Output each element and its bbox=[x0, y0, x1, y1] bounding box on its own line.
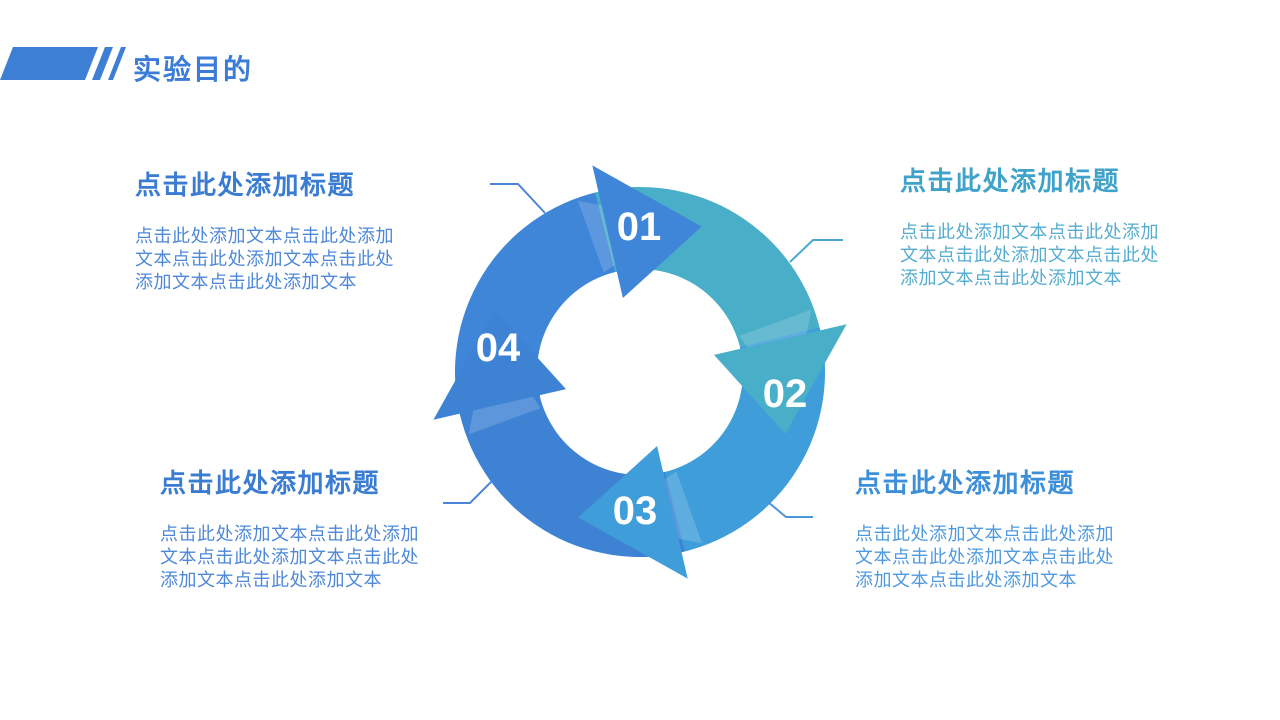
header-decoration bbox=[0, 47, 126, 80]
arrowhead-04 bbox=[433, 310, 566, 420]
callout-top-right: 点击此处添加标题 点击此处添加文本点击此处添加文本点击此处添加文本点击此处添加文… bbox=[900, 166, 1190, 290]
cycle-arrowheads bbox=[433, 165, 847, 579]
connector-line-top-right bbox=[789, 239, 843, 263]
callout-top-left: 点击此处添加标题 点击此处添加文本点击此处添加文本点击此处添加文本点击此处添加文… bbox=[135, 170, 425, 294]
connector-line-bottom-right bbox=[767, 501, 813, 518]
header-stripe-icon bbox=[108, 47, 126, 80]
step-number-03: 03 bbox=[613, 489, 658, 533]
callout-bottom-right: 点击此处添加标题 点击此处添加文本点击此处添加文本点击此处添加文本点击此处添加文… bbox=[855, 468, 1145, 592]
connector-line-top-left bbox=[490, 183, 546, 214]
slide-title: 实验目的 bbox=[133, 54, 254, 85]
callout-title: 点击此处添加标题 bbox=[900, 166, 1121, 196]
callout-title: 点击此处添加标题 bbox=[160, 468, 381, 498]
step-number-02: 02 bbox=[763, 372, 808, 416]
cycle-diagram: 01 02 03 04 bbox=[433, 165, 847, 579]
callout-title: 点击此处添加标题 bbox=[135, 170, 356, 200]
arrowhead-01 bbox=[592, 165, 702, 298]
header-stripe-icon bbox=[92, 47, 113, 80]
callout-body: 点击此处添加文本点击此处添加文本点击此处添加文本点击此处添加文本点击此处添加文本 bbox=[135, 226, 394, 292]
callout-body: 点击此处添加文本点击此处添加文本点击此处添加文本点击此处添加文本点击此处添加文本 bbox=[900, 222, 1159, 288]
arrowhead-03 bbox=[578, 446, 688, 579]
header-bar-shape bbox=[0, 47, 98, 80]
callout-title: 点击此处添加标题 bbox=[855, 468, 1076, 498]
callout-body: 点击此处添加文本点击此处添加文本点击此处添加文本点击此处添加文本点击此处添加文本 bbox=[855, 524, 1114, 590]
callout-bottom-left: 点击此处添加标题 点击此处添加文本点击此处添加文本点击此处添加文本点击此处添加文… bbox=[160, 468, 450, 592]
callout-body: 点击此处添加文本点击此处添加文本点击此处添加文本点击此处添加文本点击此处添加文本 bbox=[160, 524, 419, 590]
step-number-04: 04 bbox=[476, 326, 521, 370]
connector-line-bottom-left bbox=[443, 480, 493, 504]
arrowhead-02 bbox=[714, 324, 847, 434]
step-number-01: 01 bbox=[617, 205, 662, 249]
